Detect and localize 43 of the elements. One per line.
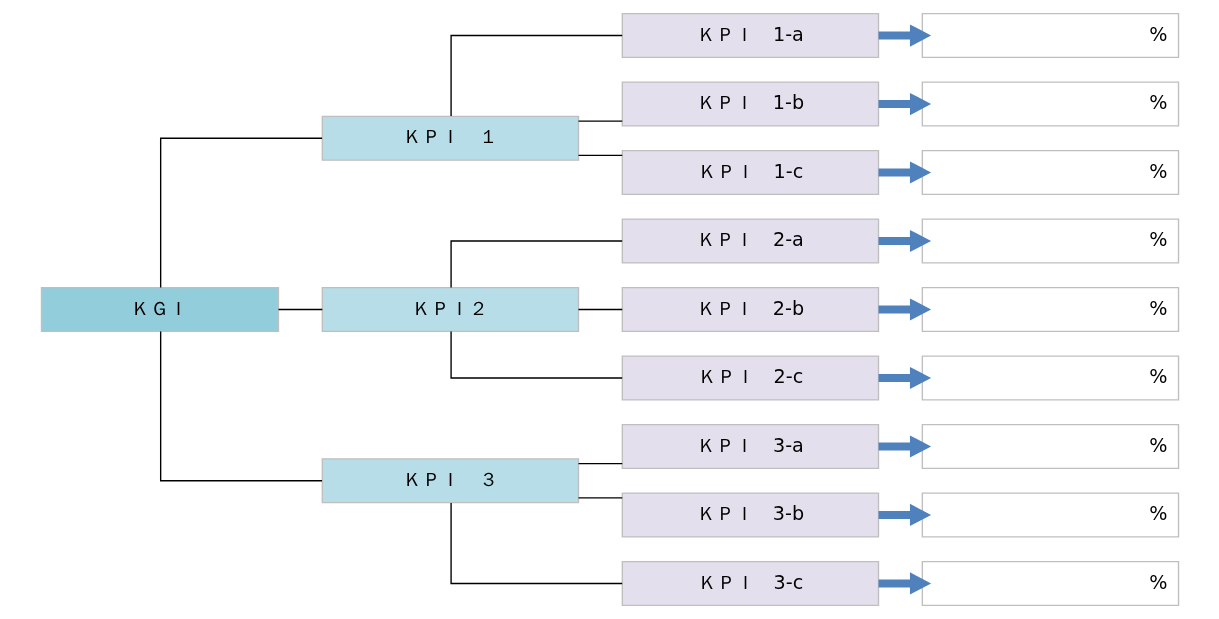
node-box: ＫＰＩ 3-b [621,492,879,538]
node-box: ＫＧＩ [40,286,279,333]
arrow [878,161,931,184]
arrow [878,92,931,116]
arrow [878,229,931,253]
arrow [878,503,931,527]
connector [577,154,623,157]
node-box: ＫＰＩ １ [321,115,579,161]
connector [159,330,323,482]
node-box: % [921,492,1179,538]
node-box: ＫＰＩ ３ [321,458,579,504]
connector [449,502,623,585]
connector [277,308,323,311]
node-box: ＫＰＩ 2-a [621,218,879,264]
node-box: ＫＰＩ 1-b [621,81,879,127]
arrow [878,572,931,595]
node-box: % [921,149,1179,196]
arrow [878,24,931,47]
connector [577,462,623,465]
node-box: ＫＰＩ 2-b [621,286,879,333]
connector [449,330,623,379]
node-box: % [921,355,1179,401]
connector [159,137,323,289]
node-box: % [921,560,1179,607]
arrow [878,366,931,390]
node-box: ＫＰＩ２ [321,286,579,333]
node-box: % [921,12,1179,59]
node-box: ＫＰＩ 2-c [621,355,879,401]
connector [449,34,623,117]
node-box: % [921,218,1179,264]
connector [577,497,623,499]
arrow [878,298,931,321]
node-box: ＫＰＩ 1-a [621,12,879,59]
node-box: ＫＰＩ 3-c [621,560,879,607]
connector [577,308,623,311]
connector [577,120,623,122]
node-box: % [921,286,1179,333]
connector [449,240,623,289]
node-box: ＫＰＩ 1-c [621,149,879,196]
node-box: % [921,81,1179,127]
node-box: ＫＰＩ 3-a [621,423,879,470]
arrow [878,435,931,458]
node-box: % [921,423,1179,470]
